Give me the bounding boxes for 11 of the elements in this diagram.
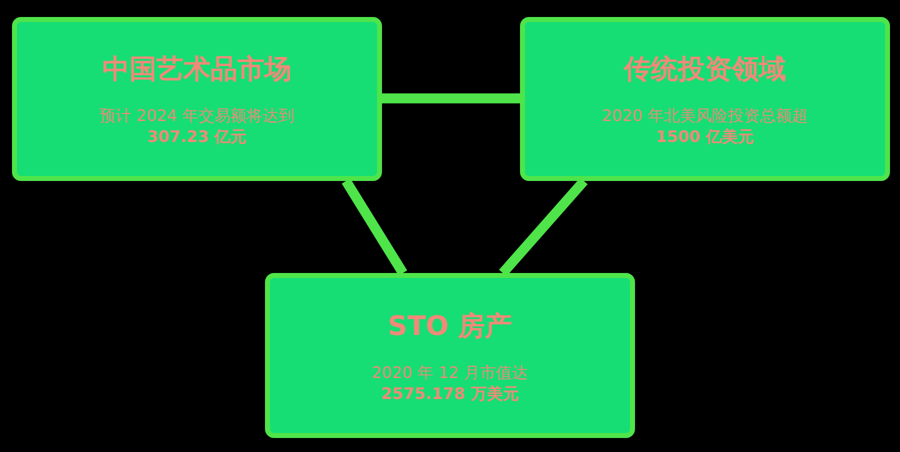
box-description: 预计 2024 年交易额将达到 307.23 亿元	[100, 105, 294, 147]
box-description: 2020 年北美风险投资总额超 1500 亿美元	[602, 105, 808, 147]
box-title: STO 房产	[388, 310, 512, 344]
info-box	[520, 17, 890, 181]
connector-line	[342, 178, 408, 276]
box-title: 传统投资领域	[624, 53, 786, 87]
info-box	[12, 17, 382, 181]
box-description: 2020 年 12 月市值达 2575.178 万美元	[372, 362, 528, 404]
info-box	[265, 273, 635, 438]
connector-line	[382, 93, 520, 104]
box-title: 中国艺术品市场	[102, 53, 292, 87]
